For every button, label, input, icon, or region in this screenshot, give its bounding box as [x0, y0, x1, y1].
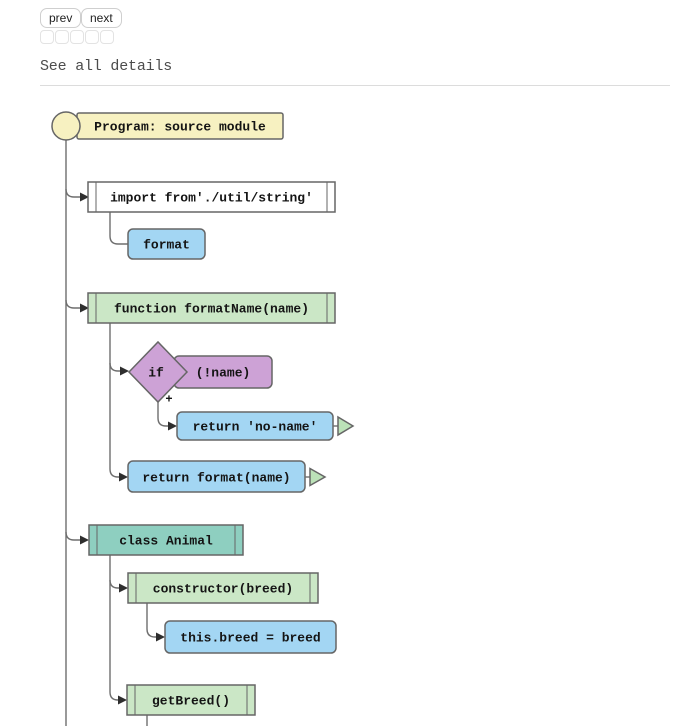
- method-node-box: [126, 684, 256, 716]
- constructor-body-connector: [146, 603, 156, 638]
- method-node: getBreed(): [126, 684, 256, 716]
- class-branch-line: [65, 531, 80, 541]
- method-node-label: getBreed(): [152, 694, 230, 709]
- arrowhead: [156, 632, 165, 642]
- start-circle: [51, 111, 81, 141]
- class-node: class Animal: [88, 524, 244, 556]
- arrowhead: [118, 695, 127, 705]
- return-arrow-triangle: [309, 467, 327, 487]
- constructor-node-label: constructor(breed): [153, 582, 293, 597]
- return-arrow-triangle: [337, 415, 355, 437]
- positive-branch-mark: +: [165, 393, 172, 407]
- program-node-label: Program: source module: [94, 120, 266, 135]
- arrowhead: [80, 535, 89, 545]
- format-node-box: [127, 228, 206, 260]
- divider: [40, 85, 670, 86]
- prev-button[interactable]: prev: [40, 8, 82, 28]
- arrowhead: [168, 421, 177, 431]
- class-trunk-line: [109, 555, 119, 701]
- nav-step-square[interactable]: [40, 30, 54, 44]
- function-node-box: [87, 292, 336, 324]
- program-root-node: Program: source module: [51, 111, 284, 141]
- if-consequent-connector: [157, 402, 168, 427]
- arrowhead: [120, 366, 129, 376]
- assignment-label: this.breed = breed: [180, 631, 320, 646]
- arrowhead: [80, 303, 89, 313]
- if-keyword-label: if: [148, 366, 164, 381]
- class-node-label: class Animal: [119, 534, 213, 549]
- function-branch-line: [65, 299, 80, 309]
- import-node-box: [87, 181, 336, 213]
- function-node-label: function formatName(name): [114, 302, 309, 317]
- return-format-node: return format(name): [127, 460, 327, 493]
- nav-step-square[interactable]: [55, 30, 69, 44]
- import-branch-line: [65, 188, 80, 198]
- arrowhead: [80, 192, 89, 202]
- assignment-box: [164, 620, 337, 654]
- arrowhead: [119, 583, 128, 593]
- constructor-node: constructor(breed): [127, 572, 319, 604]
- constructor-node-box: [127, 572, 319, 604]
- return-noname-node: return 'no-name': [176, 411, 355, 441]
- class-node-box: [88, 524, 244, 556]
- if-condition-node: (!name) if +: [127, 340, 273, 407]
- condition-label: (!name): [196, 366, 251, 381]
- format-node-label: format: [143, 238, 190, 253]
- see-all-details-link[interactable]: See all details: [40, 58, 173, 75]
- return-format-label: return format(name): [142, 471, 290, 486]
- constructor-branch-line: [109, 579, 119, 589]
- if-diamond: [127, 340, 189, 404]
- import-format-connector: [109, 212, 128, 245]
- next-button[interactable]: next: [81, 8, 122, 28]
- named-import-node: format: [127, 228, 206, 260]
- import-node-label: import from'./util/string': [110, 191, 313, 206]
- return-noname-label: return 'no-name': [193, 420, 318, 435]
- function-node: function formatName(name): [87, 292, 336, 324]
- nav-step-square[interactable]: [100, 30, 114, 44]
- arrowhead: [119, 472, 128, 482]
- nav-step-square[interactable]: [70, 30, 84, 44]
- function-trunk-line: [109, 323, 119, 478]
- import-node: import from'./util/string': [87, 181, 336, 213]
- assignment-node: this.breed = breed: [164, 620, 337, 654]
- nav-step-square[interactable]: [85, 30, 99, 44]
- if-branch-line: [109, 362, 120, 372]
